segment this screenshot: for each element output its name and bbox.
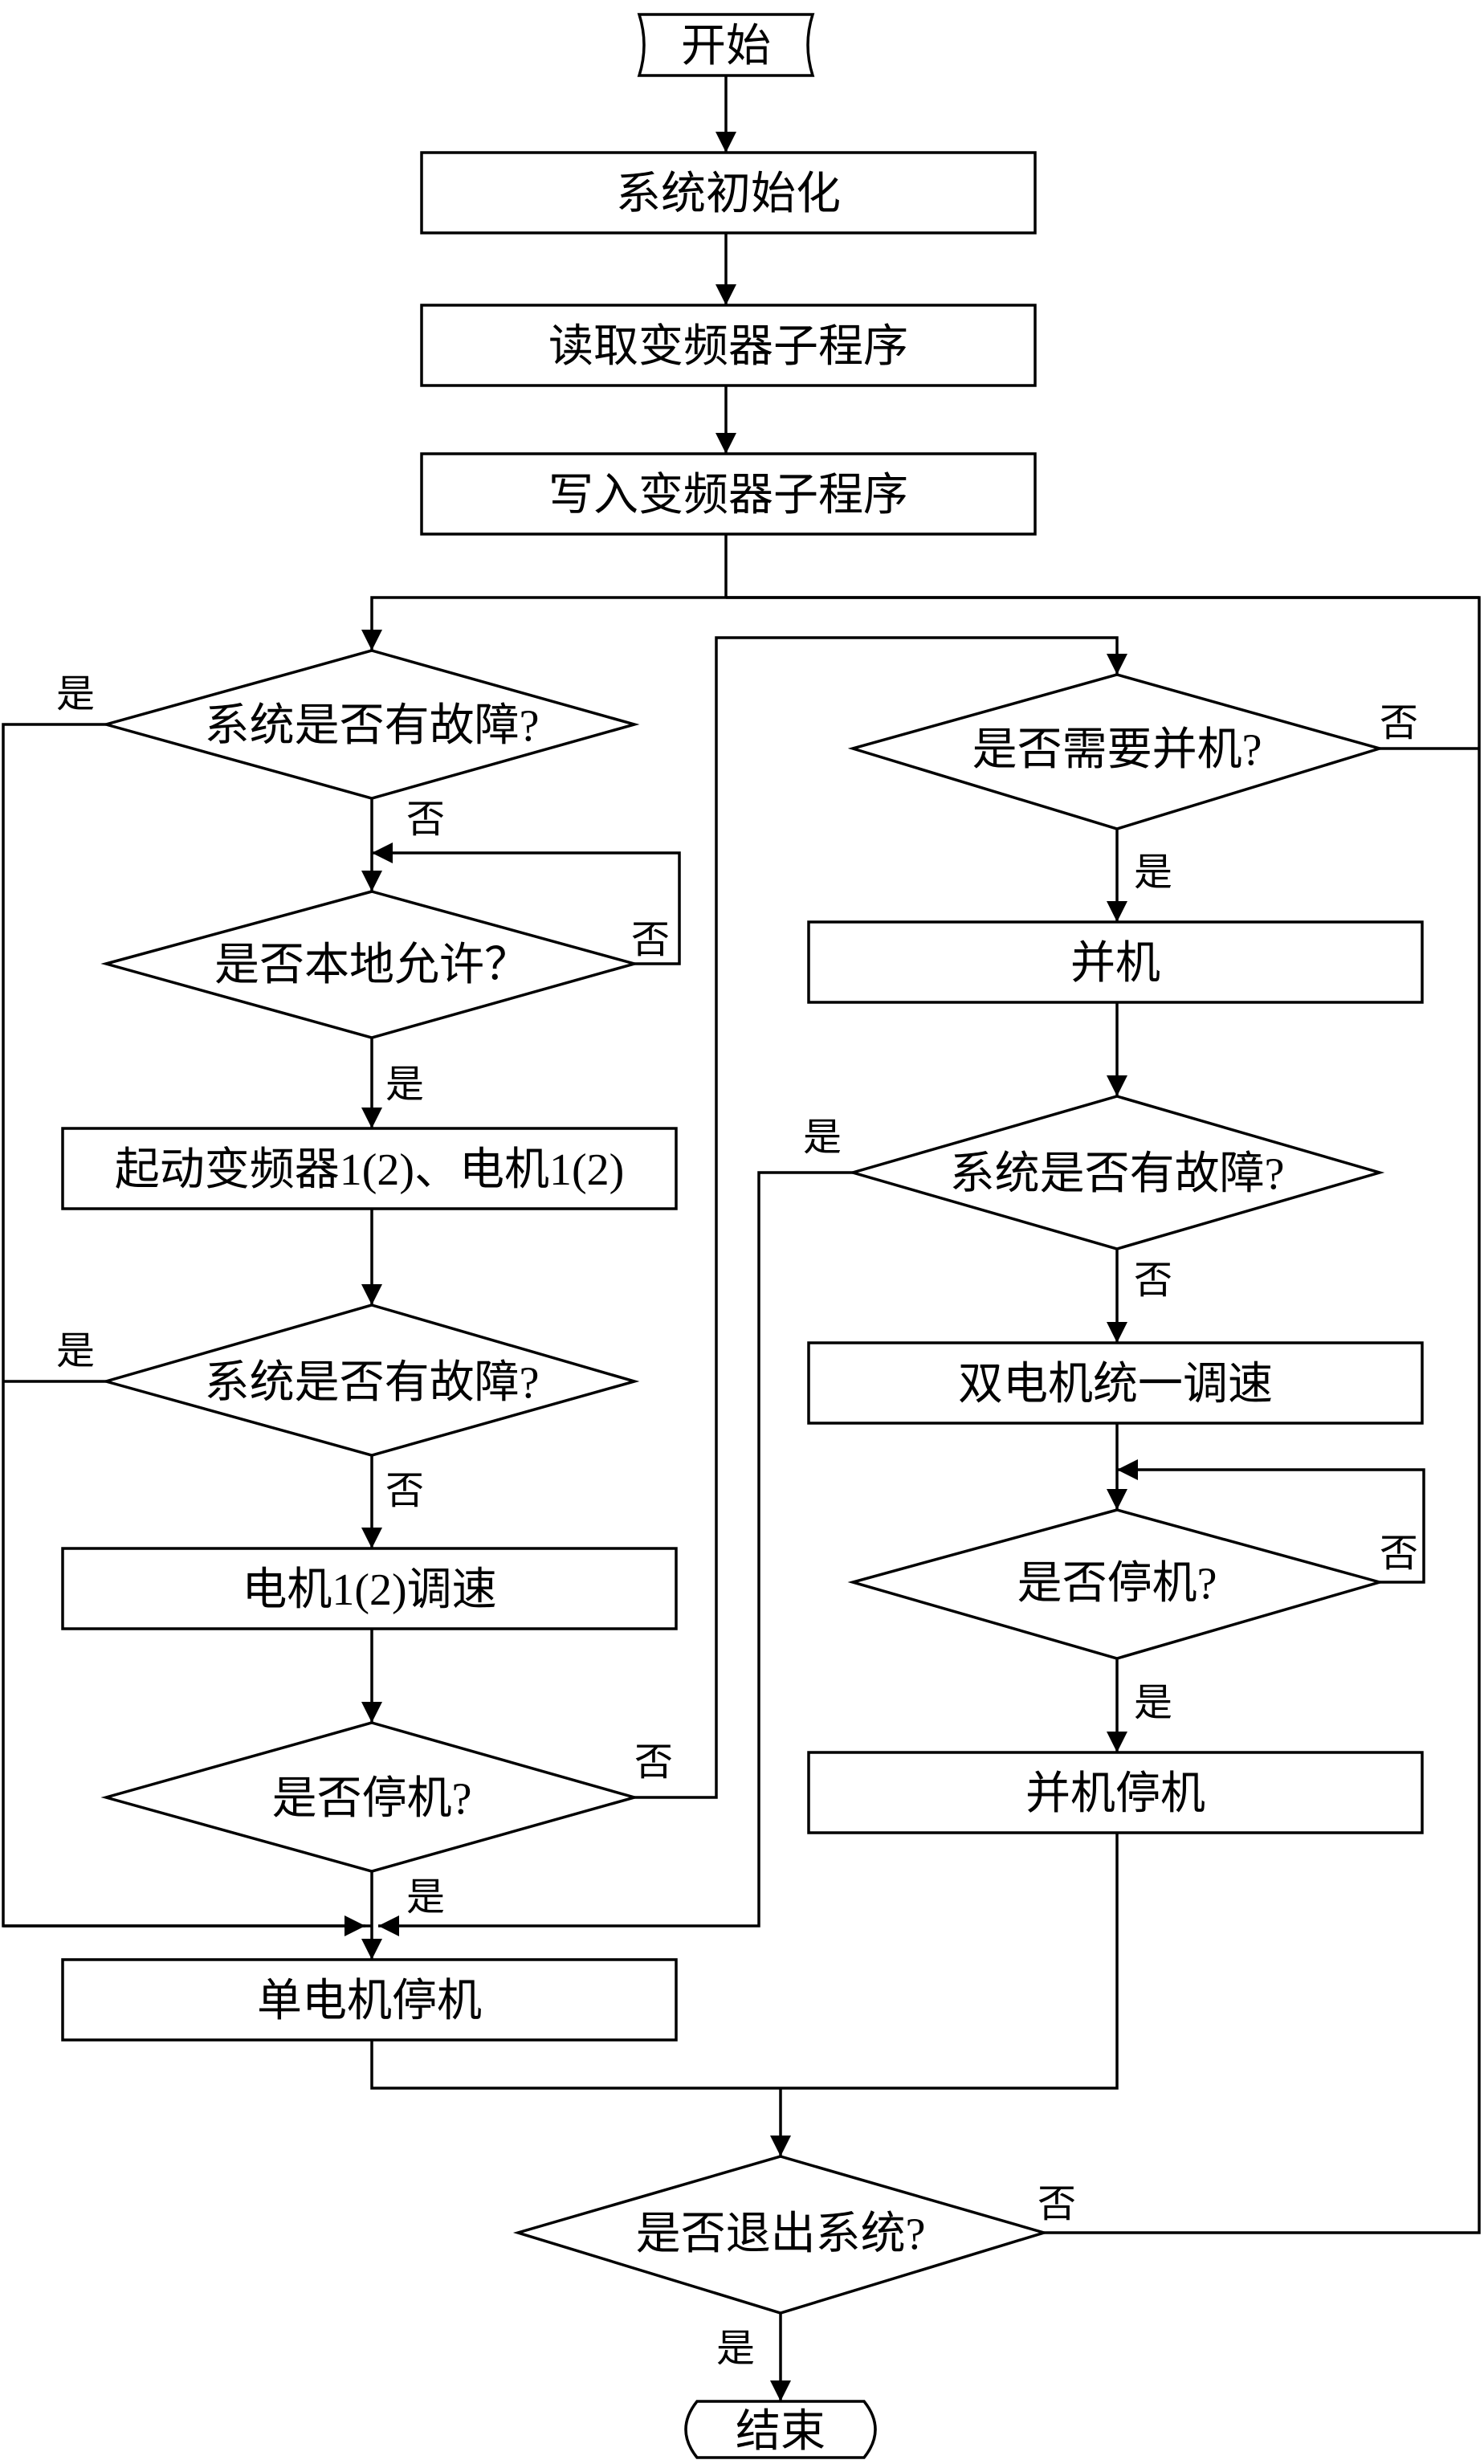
edge-permit-no-loop (372, 842, 681, 965)
stop-check-2-decision: 是否停机? (847, 1508, 1385, 1660)
stop2-yes-label: 是 (1134, 1682, 1172, 1724)
need-parallel-no-label: 否 (1380, 702, 1418, 745)
edge-exit-no-loop (726, 596, 1481, 2234)
single-stop-box: 单电机停机 (61, 1958, 678, 2042)
exit-check-decision: 是否退出系统? (512, 2155, 1050, 2315)
read-vfd-box: 读取变频器子程序 (420, 304, 1037, 387)
fault2-no-label: 否 (385, 1470, 424, 1512)
fault-check-1-label: 系统是否有故障? (205, 701, 540, 751)
parallel-label: 并机 (1070, 939, 1160, 989)
stop-check-1-label: 是否停机? (272, 1774, 472, 1824)
fault3-yes-label: 是 (803, 1116, 842, 1159)
end-terminal: 结束 (684, 2400, 877, 2459)
end-label: 结束 (736, 2407, 826, 2457)
dual-speed-label: 双电机统一调速 (958, 1360, 1273, 1409)
stop1-yes-label: 是 (406, 1876, 445, 1919)
motor-speed-label: 电机1(2)调速 (242, 1565, 496, 1615)
fault-check-2-decision: 系统是否有故障? (100, 1303, 640, 1457)
edge-stop1-no (634, 636, 1127, 1799)
start-vfd-motor-label: 起动变频器1(2)、电机1(2) (115, 1145, 625, 1195)
init-label: 系统初始化 (616, 169, 841, 219)
motor-speed-box: 电机1(2)调速 (61, 1547, 678, 1630)
permit-no-label: 否 (631, 919, 670, 961)
edge-main-loop-to-fault1 (361, 596, 1479, 651)
start-terminal: 开始 (637, 13, 815, 77)
edge-stop2-no-loop (1117, 1459, 1425, 1584)
write-vfd-label: 写入变频器子程序 (548, 471, 908, 520)
local-permit-decision: 是否本地允许？ (100, 890, 640, 1039)
read-vfd-label: 读取变频器子程序 (548, 322, 908, 372)
fault1-yes-label: 是 (56, 673, 95, 716)
need-parallel-decision: 是否需要并机? (847, 673, 1385, 830)
fault2-yes-label: 是 (56, 1330, 95, 1373)
exit-check-label: 是否退出系统? (636, 2209, 926, 2259)
edge-fault3-yes (378, 1171, 853, 1936)
parallel-box: 并机 (807, 920, 1424, 1004)
fault-check-1-decision: 系统是否有故障? (100, 649, 640, 800)
fault-check-3-label: 系统是否有故障? (950, 1149, 1285, 1199)
fault1-no-label: 否 (406, 798, 445, 841)
start-label: 开始 (681, 22, 771, 71)
fault-check-3-decision: 系统是否有故障? (847, 1095, 1385, 1250)
edge-single-stop-merge (370, 1833, 1119, 2090)
single-stop-label: 单电机停机 (257, 1977, 482, 2026)
need-parallel-label: 是否需要并机? (972, 725, 1262, 775)
dual-speed-box: 双电机统一调速 (807, 1341, 1424, 1425)
parallel-stop-box: 并机停机 (807, 1751, 1424, 1834)
init-box: 系统初始化 (420, 151, 1037, 235)
exit-no-label: 否 (1038, 2183, 1076, 2225)
exit-yes-label: 是 (716, 2327, 755, 2370)
start-vfd-motor-box: 起动变频器1(2)、电机1(2) (61, 1127, 678, 1210)
stop-check-1-decision: 是否停机? (100, 1721, 640, 1873)
need-parallel-yes-label: 是 (1134, 851, 1172, 894)
stop-check-2-label: 是否停机? (1017, 1559, 1217, 1609)
permit-yes-label: 是 (385, 1063, 424, 1106)
write-vfd-box: 写入变频器子程序 (420, 452, 1037, 536)
fault-check-2-label: 系统是否有故障? (205, 1358, 540, 1408)
fault3-no-label: 否 (1134, 1259, 1172, 1302)
local-permit-label: 是否本地允许？ (214, 940, 529, 990)
stop2-no-label: 否 (1380, 1532, 1418, 1575)
stop1-no-label: 否 (634, 1741, 673, 1784)
parallel-stop-label: 并机停机 (1025, 1769, 1205, 1819)
